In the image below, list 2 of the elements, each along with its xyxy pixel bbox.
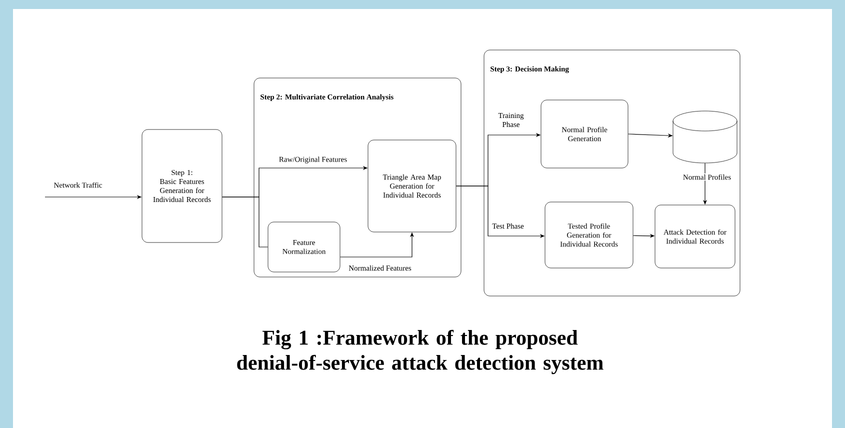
database-cylinder xyxy=(672,110,738,164)
figure-caption: Fig 1 :Framework of the proposed denial-of-service attack detection system xyxy=(237,330,604,374)
